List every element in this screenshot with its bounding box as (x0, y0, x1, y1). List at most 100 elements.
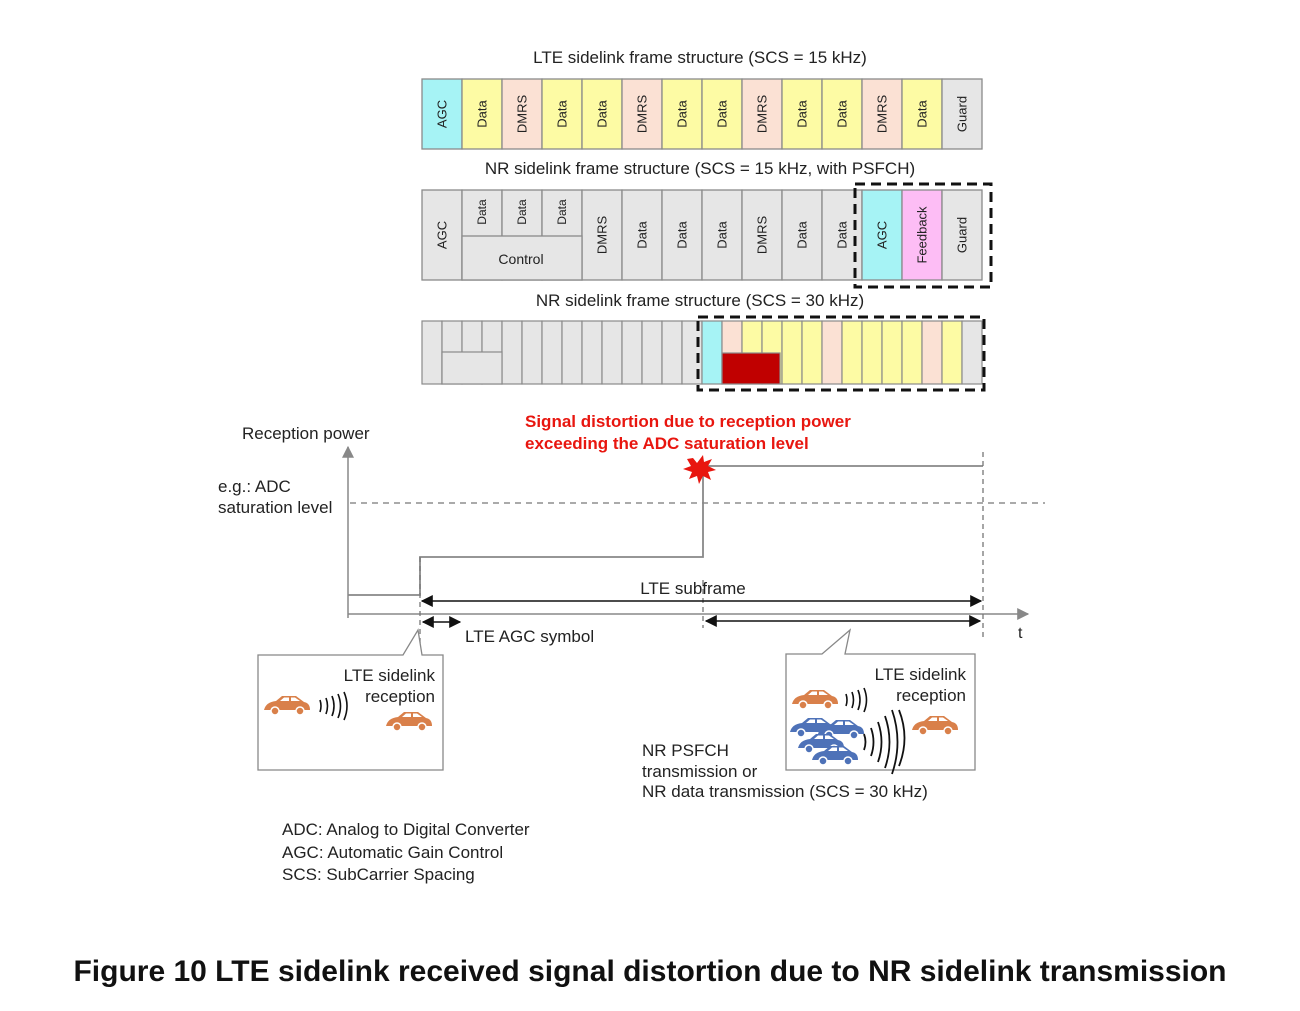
nr-tx-line3: NR data transmission (SCS = 30 kHz) (642, 782, 928, 801)
cell-label: AGC (875, 221, 890, 249)
nr30-gray-slot (581, 320, 603, 385)
nr15-symbol-data (661, 189, 703, 281)
lte-symbol-dmrs (861, 78, 903, 150)
nr30-gray-slot (601, 320, 623, 385)
nr15-control-region (461, 235, 583, 281)
adc-label-line2: saturation level (218, 498, 332, 517)
lte-symbol-data (701, 78, 743, 150)
cell-label: Data (715, 100, 730, 128)
cell-label: Data (555, 199, 569, 225)
nr-tx-line1: NR PSFCH (642, 741, 729, 760)
lte-symbol-dmrs (741, 78, 783, 150)
distortion-text-line1: Signal distortion due to reception power (525, 412, 851, 431)
left-callout-line1: LTE sidelink (344, 666, 436, 685)
nr30-gray-slot (561, 320, 583, 385)
nr30-control-region (441, 351, 503, 385)
cell-label: DMRS (875, 95, 890, 134)
cell-label: Guard (955, 217, 970, 253)
nr30-psfch-block (721, 352, 781, 385)
t-axis-label: t (1018, 625, 1023, 642)
nr15-symbol-dmrs (581, 189, 623, 281)
cell-label: DMRS (755, 95, 770, 134)
nr15-psfch-highlight (853, 182, 993, 289)
cell-label: Data (795, 100, 810, 128)
legend-adc: ADC: Analog to Digital Converter (282, 820, 530, 839)
nr30-slot-data (901, 320, 923, 385)
distortion-text-line2: exceeding the ADC saturation level (525, 434, 809, 453)
cell-label: Data (475, 199, 489, 225)
nr30-slot-data (861, 320, 883, 385)
lte-symbol-guard (941, 78, 983, 150)
cell-label: DMRS (595, 216, 610, 255)
right-callout-line2: reception (896, 686, 966, 705)
nr30-slot-dmrs (821, 320, 843, 385)
nr30-highlight (696, 315, 986, 392)
nr15-symbol-agc (861, 189, 903, 281)
cell-label: Data (515, 199, 529, 225)
nr30-slot-guard (961, 320, 983, 385)
cell-label: Data (835, 100, 850, 128)
nr30-slot-data (881, 320, 903, 385)
signal-waves-icon (845, 687, 868, 713)
lte-subframe-label: LTE subframe (640, 579, 746, 598)
lte-symbol-data (901, 78, 943, 150)
nr30-gray-slot (621, 320, 643, 385)
signal-waves-icon (863, 709, 906, 775)
cell-label: Data (915, 100, 930, 128)
cell-label: AGC (435, 100, 450, 128)
lte-symbol-data (781, 78, 823, 150)
left-callout-box (257, 628, 444, 771)
adc-label-line1: e.g.: ADC (218, 477, 291, 496)
nr15-symbol-data (781, 189, 823, 281)
left-callout-line2: reception (365, 687, 435, 706)
nr30-gray-slot (541, 320, 563, 385)
nr30-slot-data (841, 320, 863, 385)
right-callout-line1: LTE sidelink (875, 665, 967, 684)
legend-scs: SCS: SubCarrier Spacing (282, 865, 475, 884)
lte-symbol-data (461, 78, 503, 150)
agc-symbol-label: LTE AGC symbol (465, 627, 594, 646)
cell-label: Data (595, 100, 610, 128)
reception-power-curve (348, 465, 983, 596)
figure-caption: Figure 10 LTE sidelink received signal d… (73, 955, 1227, 988)
cell-label: DMRS (635, 95, 650, 134)
cell-label: Data (675, 100, 690, 128)
cell-label: Data (555, 100, 570, 128)
cell-label: DMRS (755, 216, 770, 255)
cell-label: Data (635, 221, 650, 249)
cell-label: Data (715, 221, 730, 249)
nr30-slot-data (781, 320, 803, 385)
legend-agc: AGC: Automatic Gain Control (282, 843, 503, 862)
cell-label: AGC (435, 221, 450, 249)
nr-tx-line2: transmission or (642, 762, 758, 781)
nr15-symbol-data (621, 189, 663, 281)
control-label: Control (498, 251, 543, 267)
nr15-symbol-dmrs (741, 189, 783, 281)
nr15-symbol-feedback (901, 189, 943, 281)
nr30-slot-dmrs (921, 320, 943, 385)
nr30-gray-slot (501, 320, 523, 385)
nr30-gray-slot (661, 320, 683, 385)
cell-label: Data (795, 221, 810, 249)
nr30-gray-slot (521, 320, 543, 385)
cell-label: Data (475, 100, 490, 128)
nr30-gray-slot (641, 320, 663, 385)
nr30-slot-agc (701, 320, 723, 385)
lte-symbol-data (581, 78, 623, 150)
lte-symbol-agc (421, 78, 463, 150)
cell-label: Guard (955, 96, 970, 132)
nr15-symbol-data (701, 189, 743, 281)
lte-frame: AGC Data DMRS Data Data DMRS Data Data DMRS Data D… (421, 78, 983, 150)
lte-symbol-data (661, 78, 703, 150)
lte-symbol-dmrs (621, 78, 663, 150)
nr30-frame-title: NR sidelink frame structure (SCS = 30 kH… (536, 291, 864, 310)
cell-label: Data (835, 221, 850, 249)
nr30-slot-data (941, 320, 963, 385)
signal-waves-icon (319, 691, 348, 721)
nr15-frame-title: NR sidelink frame structure (SCS = 15 kH… (485, 159, 915, 178)
distortion-burst-icon (683, 455, 716, 484)
cell-label: Feedback (915, 206, 930, 264)
cell-label: Data (675, 221, 690, 249)
